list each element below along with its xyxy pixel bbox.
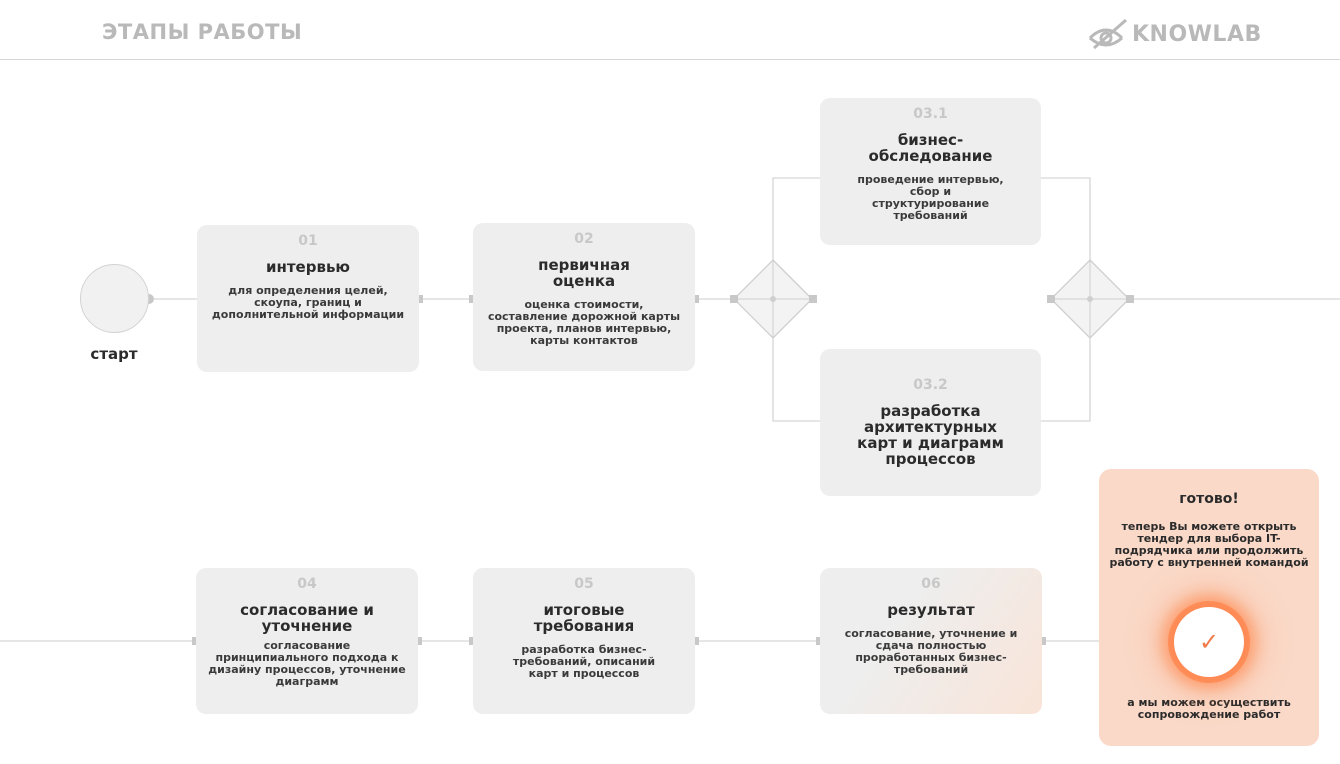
logo: KNOWLAB (1086, 14, 1262, 54)
gateway-split (733, 259, 813, 339)
step-card-03-1: 03.1 бизнес-обследование проведение инте… (820, 98, 1041, 245)
step-description: проведение интервью, сбор и структуриров… (857, 173, 1004, 222)
step-number: 03.2 (913, 377, 948, 393)
logo-text: KNOWLAB (1132, 21, 1262, 47)
step-description: оценка стоимости, составление дорожной к… (487, 298, 681, 347)
step-title: бизнес-обследование (868, 131, 993, 165)
eye-logo-icon (1088, 18, 1127, 50)
step-title: результат (887, 601, 975, 619)
header-divider (0, 59, 1340, 60)
step-title: интервью (265, 258, 351, 276)
step-title: разработка архитектурных карт и диаграмм… (857, 402, 1004, 468)
step-title: итоговые требования (533, 601, 635, 635)
step-number: 05 (574, 576, 594, 592)
page-title: ЭТАПЫ РАБОТЫ (102, 20, 303, 44)
step-card-03-2: 03.2 разработка архитектурных карт и диа… (820, 349, 1041, 496)
start-label: старт (90, 345, 138, 363)
check-icon: ✓ (1198, 628, 1220, 656)
step-description: разработка бизнес-требований, описаний к… (512, 643, 656, 680)
step-card-01: 01 интервью для определения целей, скоуп… (197, 225, 419, 372)
step-number: 01 (298, 233, 318, 249)
start-event (80, 264, 149, 333)
step-card-02: 02 первичная оценка оценка стоимости, со… (473, 223, 695, 371)
step-description: для определения целей, скоупа, границ и … (211, 284, 405, 321)
step-description: согласование принципиального подхода к д… (208, 639, 406, 688)
step-card-04: 04 согласование и уточнение согласование… (196, 568, 418, 714)
step-card-05: 05 итоговые требования разработка бизнес… (473, 568, 695, 714)
final-note: а мы можем осуществить сопровождение раб… (1127, 696, 1291, 721)
step-description: согласование, уточнение и сдача полность… (844, 627, 1018, 676)
step-card-06: 06 результат согласование, уточнение и с… (820, 568, 1042, 714)
step-title: согласование и уточнение (240, 601, 374, 635)
final-description: теперь Вы можете открыть тендер для выбо… (1109, 520, 1309, 569)
step-number: 02 (574, 231, 594, 247)
step-title: первичная оценка (538, 256, 630, 290)
step-number: 06 (921, 576, 941, 592)
end-event: ✓ (1174, 607, 1244, 677)
gateway-join (1050, 259, 1130, 339)
final-title: готово! (1179, 491, 1239, 507)
step-number: 03.1 (913, 106, 948, 122)
step-number: 04 (297, 576, 317, 592)
